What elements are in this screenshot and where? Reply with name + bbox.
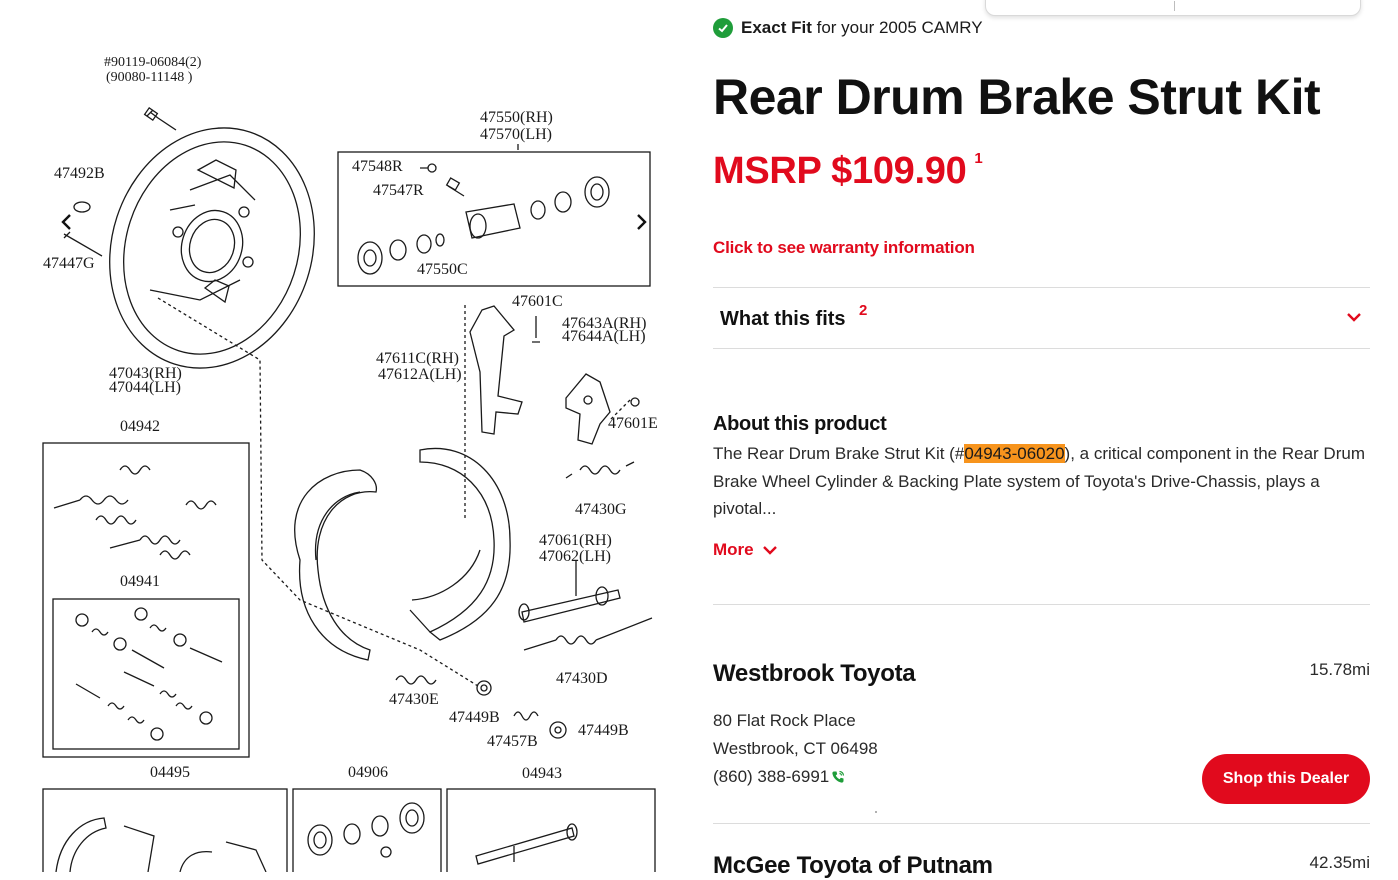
chevron-down-icon <box>1347 313 1361 322</box>
about-text-before: The Rear Drum Brake Strut Kit (# <box>713 444 965 463</box>
label-47449b-1: 47449B <box>449 709 500 726</box>
label-04941: 04941 <box>120 573 160 590</box>
dealer-name[interactable]: Westbrook Toyota <box>713 660 916 687</box>
chevron-left-icon <box>61 214 71 230</box>
parts-diagram: #90119-06084(2) (90080-11148 ) 47492B 47… <box>0 0 690 872</box>
label-04942: 04942 <box>120 418 160 435</box>
label-47043: 47043(RH) <box>109 365 182 382</box>
label-47457b: 47457B <box>487 733 538 750</box>
more-label: More <box>713 540 754 559</box>
label-bolt-2: (90080-11148 ) <box>106 70 193 85</box>
about-heading: About this product <box>713 413 887 435</box>
label-47612a: 47612A(LH) <box>378 366 462 383</box>
what-this-fits-accordion[interactable]: What this fits 2 <box>713 288 1370 348</box>
label-04943: 04943 <box>522 765 562 782</box>
label-47449b-2: 47449B <box>578 722 629 739</box>
label-04906: 04906 <box>348 764 388 781</box>
label-47601c: 47601C <box>512 293 563 310</box>
label-47643a: 47643A(RH) <box>562 315 646 332</box>
label-47550: 47550(RH) <box>480 109 553 126</box>
what-this-fits-label: What this fits <box>720 308 846 330</box>
check-circle-icon <box>713 18 733 38</box>
divider <box>713 287 1370 288</box>
msrp-footnote[interactable]: 1 <box>974 150 983 167</box>
label-47430g: 47430G <box>575 501 627 518</box>
label-47547r: 47547R <box>373 182 424 199</box>
dealer-address-line2: Westbrook, CT 06498 <box>713 739 878 758</box>
part-number-highlight: 04943-06020 <box>964 444 1065 463</box>
backing-plate-inner <box>123 141 301 355</box>
backing-plate-outer <box>109 127 315 369</box>
product-title: Rear Drum Brake Strut Kit <box>713 69 1321 125</box>
separator-dot <box>875 811 877 813</box>
dealer-address-line1: 80 Flat Rock Place <box>713 711 856 730</box>
label-04495: 04495 <box>150 764 190 781</box>
divider <box>713 604 1370 605</box>
divider <box>713 348 1370 349</box>
dealer-name[interactable]: McGee Toyota of Putnam <box>713 852 993 879</box>
dealer-address: 80 Flat Rock Place Westbrook, CT 06498 (… <box>713 707 878 791</box>
chevron-down-icon <box>762 546 777 555</box>
dealer-phone: (860) 388-6991 <box>713 767 830 786</box>
label-47447g: 47447G <box>43 255 95 272</box>
about-text-after: ), a critical component in the Rear Drum… <box>713 444 1365 518</box>
carousel-next-button[interactable] <box>631 207 653 237</box>
search-bar-remnant <box>985 0 1361 16</box>
label-47492b: 47492B <box>54 165 105 182</box>
about-description: The Rear Drum Brake Strut Kit (#04943-06… <box>713 440 1373 523</box>
brake-diagram-drawing: #90119-06084(2) (90080-11148 ) 47492B 47… <box>42 55 658 872</box>
dealer-distance: 15.78mi <box>1309 660 1370 679</box>
label-47061: 47061(RH) <box>539 532 612 549</box>
msrp-value: MSRP $109.90 <box>713 150 967 192</box>
what-this-fits-footnote: 2 <box>859 302 868 319</box>
label-47044: 47044(LH) <box>109 379 181 396</box>
label-47548r: 47548R <box>352 158 403 175</box>
exact-fit-label: Exact Fit <box>741 18 812 37</box>
chevron-right-icon <box>637 214 647 230</box>
warranty-link[interactable]: Click to see warranty information <box>713 238 975 257</box>
label-47611c: 47611C(RH) <box>376 350 459 367</box>
phone-icon <box>832 770 845 783</box>
label-47550c: 47550C <box>417 261 468 278</box>
msrp-price: MSRP $109.90 1 <box>713 150 983 193</box>
divider <box>713 823 1370 824</box>
dealer-phone-line[interactable]: (860) 388-6991 <box>713 763 878 791</box>
carousel-prev-button[interactable] <box>55 207 77 237</box>
label-47062: 47062(LH) <box>539 548 611 565</box>
exact-fit-indicator: Exact Fit for your 2005 CAMRY <box>713 17 983 39</box>
label-47644a: 47644A(LH) <box>562 328 646 345</box>
more-button[interactable]: More <box>713 540 778 560</box>
label-47430e: 47430E <box>389 691 439 708</box>
label-47430d: 47430D <box>556 670 608 687</box>
shop-this-dealer-button[interactable]: Shop this Dealer <box>1202 754 1370 804</box>
label-47570: 47570(LH) <box>480 126 552 143</box>
exact-fit-vehicle: for your 2005 CAMRY <box>816 18 983 37</box>
label-47601e: 47601E <box>608 415 658 432</box>
dealer-distance: 42.35mi <box>1309 853 1370 872</box>
label-bolt-1: #90119-06084(2) <box>104 55 202 70</box>
